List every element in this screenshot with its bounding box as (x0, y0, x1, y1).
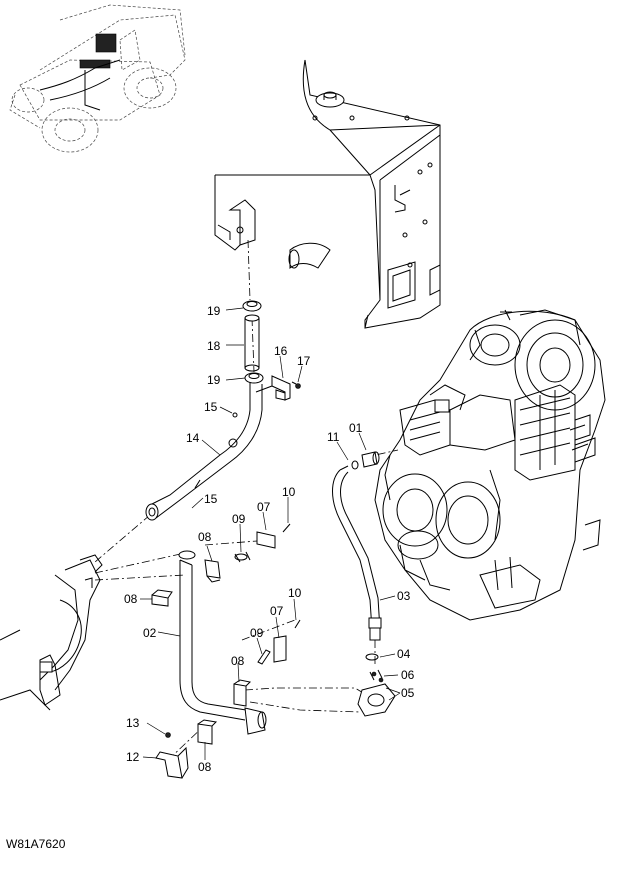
drawing-code: W81A7620 (6, 837, 66, 851)
transmission-assembly (374, 309, 606, 621)
pipe-14 (145, 382, 273, 521)
callout-03: 03 (397, 589, 411, 603)
callout-16: 16 (274, 344, 288, 358)
callout-11: 11 (327, 430, 340, 444)
callout-18: 18 (207, 339, 221, 353)
upper-hose-set (242, 300, 264, 384)
callout-15-lower: 15 (204, 492, 218, 506)
callout-labels: 19 18 19 16 17 15 14 15 11 01 10 07 09 0… (124, 304, 415, 774)
clamp-side-08 (151, 589, 173, 607)
clamp-lower-08 (233, 679, 252, 707)
clamp-upper-08 (204, 559, 221, 583)
callout-17: 17 (297, 354, 311, 368)
main-housing (214, 59, 441, 329)
callout-06: 06 (401, 668, 415, 682)
callout-08-lower: 08 (231, 654, 245, 668)
callout-07-lower: 07 (270, 604, 284, 618)
callout-07-upper: 07 (257, 500, 271, 514)
callout-19-top: 19 (207, 304, 221, 318)
callout-10-lower: 10 (288, 586, 302, 600)
frame-member (0, 554, 103, 711)
pipe-02 (178, 550, 267, 735)
callout-08-upper: 08 (198, 530, 212, 544)
callout-10-upper: 10 (282, 485, 296, 499)
callout-01: 01 (349, 421, 363, 435)
bracket-07-upper (234, 523, 291, 563)
callout-05: 05 (401, 686, 415, 700)
callout-04: 04 (397, 647, 411, 661)
callout-19-bottom: 19 (207, 373, 221, 387)
callout-09-upper: 09 (232, 512, 246, 526)
callout-02: 02 (143, 626, 157, 640)
callout-13: 13 (126, 716, 140, 730)
callout-15-upper: 15 (204, 400, 218, 414)
callout-12: 12 (126, 750, 140, 764)
callout-14: 14 (186, 431, 200, 445)
leader-lines (140, 307, 401, 760)
bracket-16 (271, 375, 301, 401)
machine-overview-thumbnail (9, 4, 186, 153)
bracket-12 (155, 732, 189, 779)
hose-03-assembly (332, 451, 382, 661)
callout-09-lower: 09 (250, 626, 264, 640)
bracket-07-lower (257, 619, 301, 665)
callout-08-bottom: 08 (198, 760, 212, 774)
callout-08-side: 08 (124, 592, 138, 606)
flange-05 (357, 669, 396, 717)
clamp-bottom-08 (197, 719, 218, 745)
